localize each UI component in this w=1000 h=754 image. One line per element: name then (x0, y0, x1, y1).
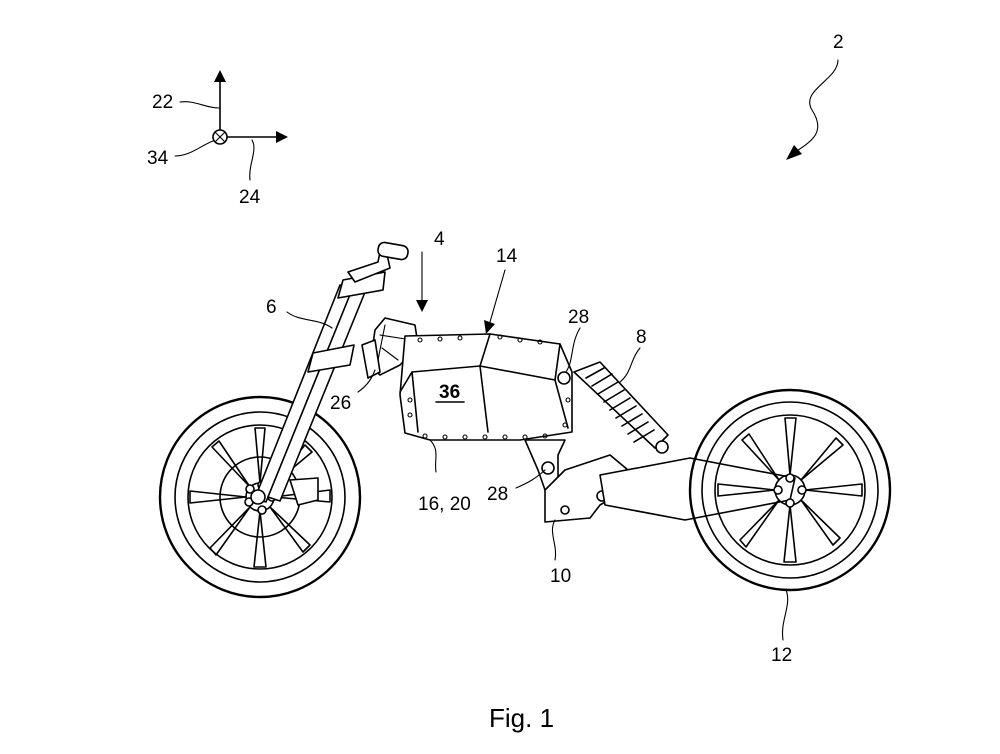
head-bracket-plate (361, 339, 381, 379)
leader-16-20 (429, 439, 437, 473)
housing-rivets (407, 334, 571, 440)
front-rim (187, 424, 333, 570)
label-34: 34 (147, 148, 169, 169)
leader-10 (551, 519, 557, 561)
housing-outline (399, 333, 573, 441)
housing-rear-crease (554, 379, 569, 429)
rear-wheel (688, 388, 892, 592)
rear-hub-bolts (773, 473, 807, 508)
energy-store-housing (399, 333, 573, 441)
shock-body (573, 361, 669, 449)
leader-34 (174, 140, 214, 157)
shock-spring (585, 367, 655, 443)
label-24: 24 (239, 187, 261, 208)
rear-rim (714, 414, 866, 566)
horizontal-axis-arrowhead (276, 131, 288, 143)
label-22: 22 (152, 92, 173, 113)
label-36: 36 (439, 382, 460, 403)
label-14: 14 (496, 246, 518, 267)
depth-axis-cross-b (214, 131, 226, 143)
leader-8 (619, 347, 641, 383)
leader-12 (781, 589, 789, 641)
front-tire-outer (158, 395, 362, 599)
label-26: 26 (330, 393, 351, 414)
label-16-20: 16, 20 (418, 494, 471, 515)
label-28-lower: 28 (487, 484, 508, 505)
rear-tire-outer (688, 388, 892, 592)
handlebar-grip (377, 241, 409, 261)
rear-spokes (717, 417, 863, 563)
label-6: 6 (266, 297, 277, 318)
coordinate-axes (174, 70, 288, 181)
front-brake-caliper (289, 477, 319, 506)
upper-mount (557, 371, 571, 385)
fork-lower-clamp (307, 344, 355, 373)
leader-2 (794, 59, 839, 153)
label-10: 10 (550, 566, 571, 587)
leader-22 (179, 101, 220, 109)
housing-front-crease (411, 371, 419, 433)
shock-lower-eye (655, 440, 669, 454)
label-28-upper: 28 (568, 307, 589, 328)
label-2: 2 (833, 32, 844, 53)
front-tire-inner (174, 411, 346, 583)
arrowhead-14 (484, 320, 495, 334)
lower-mount (541, 461, 555, 475)
leader-28-upper (565, 327, 581, 373)
reference-labels: 2 22 34 24 4 14 6 28 8 26 36 16, 20 28 1… (147, 32, 844, 666)
housing-upper-edge (399, 333, 491, 393)
reference-arrow-2 (786, 59, 839, 160)
front-fork (250, 241, 409, 505)
bracket-hole-2 (560, 505, 570, 515)
housing-mid-crease (479, 365, 489, 433)
leader-6 (286, 311, 333, 329)
arrowhead-2 (786, 145, 802, 160)
rear-suspension (573, 361, 796, 521)
leader-28-lower (515, 469, 546, 489)
leader-26 (357, 369, 376, 393)
label-12: 12 (771, 645, 792, 666)
label-8: 8 (636, 327, 647, 348)
leader-24 (249, 139, 255, 181)
arrowhead-4 (416, 300, 428, 312)
rear-tire-inner (701, 401, 879, 579)
figure-caption: Fig. 1 (489, 703, 554, 733)
label-4: 4 (434, 229, 445, 250)
leader-lines (286, 251, 789, 641)
vertical-axis-arrowhead (214, 70, 226, 82)
front-axle (250, 489, 266, 505)
